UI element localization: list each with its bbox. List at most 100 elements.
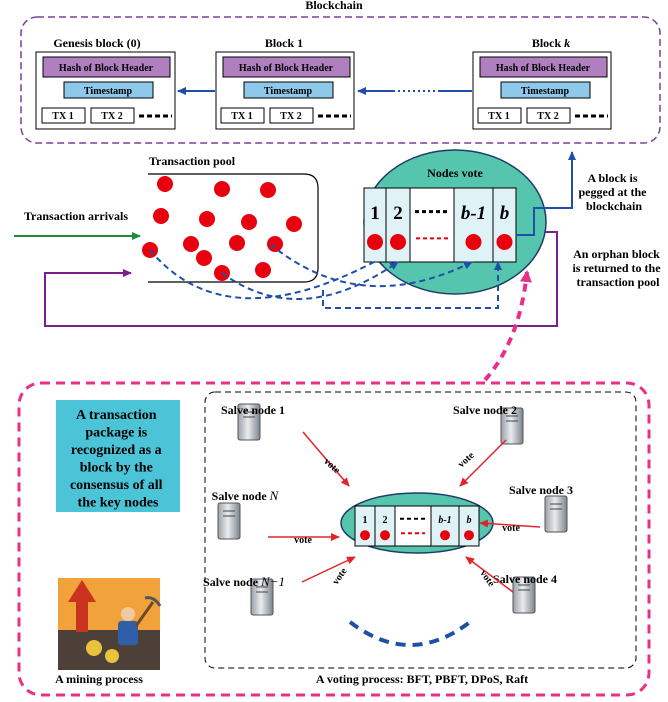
- block-k-label: Block k: [532, 36, 570, 50]
- blockchain-frame: [20, 16, 661, 144]
- vote-cell-token: [465, 234, 482, 251]
- vote-cell: [453, 187, 494, 263]
- block-1-timestamp-label: Timestamp: [264, 86, 313, 97]
- transaction-package-box: [56, 400, 180, 512]
- mini-vote-cell-label: 2: [383, 515, 388, 526]
- mining-coin: [105, 649, 119, 663]
- miner-head: [121, 607, 135, 621]
- flow-to-cell-2: [221, 261, 399, 300]
- genesis-timestamp: [63, 81, 154, 99]
- server-icon: [512, 576, 536, 614]
- vote-cell-token: [390, 234, 406, 251]
- transaction-arrivals-label: Transaction arrivals: [24, 209, 128, 223]
- flow-to-cell-b: [322, 261, 502, 309]
- consensus-to-vote-arrow: [483, 270, 532, 382]
- consensus-section: A transaction package is recognized as a…: [17, 381, 651, 697]
- vote-cell-label: b-1: [461, 203, 486, 224]
- mini-vote-cell-token: [440, 530, 450, 541]
- genesis-timestamp-label: Timestamp: [84, 86, 133, 97]
- block-k-timestamp-label: Timestamp: [521, 86, 570, 97]
- voting-frame: [204, 391, 637, 669]
- server-icon: [217, 502, 241, 540]
- block-1-tx1: [220, 107, 265, 124]
- vote-label: vote: [502, 523, 520, 534]
- vote-arrow: [302, 431, 350, 487]
- genesis-header-hash-label: Hash of Block Header: [59, 63, 154, 74]
- transaction-token: [286, 216, 302, 232]
- salve-node-3: Salve node N: [212, 488, 280, 540]
- transaction-token: [153, 208, 169, 224]
- genesis-block: Genesis block (0) Hash of Block Header T…: [35, 36, 176, 130]
- mini-vote-cell-label: 1: [363, 515, 368, 526]
- salve-node-label: Salve node N−1: [203, 574, 285, 589]
- vote-label: vote: [330, 566, 350, 587]
- vote-arrow: [465, 556, 514, 593]
- mini-vote-cell-label: b-1: [438, 515, 451, 526]
- nodes-vote-title: Nodes vote: [427, 166, 483, 180]
- transaction-token: [267, 236, 283, 252]
- mini-vote-cell: [394, 505, 432, 547]
- vote-cell-label: b: [500, 203, 510, 224]
- transaction-token: [260, 182, 276, 198]
- vote-cell-token: [496, 234, 513, 251]
- transaction-token: [199, 211, 215, 227]
- vote-cell: [385, 187, 411, 263]
- salve-node-6: Salve node 4: [493, 572, 557, 614]
- block-k-tx1: [477, 107, 522, 124]
- transaction-token: [183, 236, 199, 252]
- genesis-block-label: Genesis block (0): [53, 36, 140, 50]
- block-k-tx2: [526, 107, 571, 124]
- server-icon: [237, 403, 261, 441]
- genesis-tx2: [90, 107, 135, 124]
- orphan-return-arrow: [44, 231, 558, 327]
- block-1-timestamp: [243, 81, 334, 99]
- vote-cell: [409, 187, 455, 263]
- mini-vote-cell-token: [464, 530, 474, 541]
- vote-cell-token: [367, 234, 383, 251]
- miner-body: [118, 621, 138, 645]
- blockchain-title: Blockchain: [305, 0, 363, 12]
- voting-cycle-arc: [348, 620, 472, 647]
- genesis-header-hash: [42, 56, 171, 78]
- block-1: Block 1 Hash of Block Header Timestamp T…: [215, 36, 355, 130]
- orphan-label: An orphan block is returned to the trans…: [572, 247, 663, 289]
- block-1-label: Block 1: [265, 36, 303, 50]
- block-1-tx2: [269, 107, 314, 124]
- pegged-arrow: [517, 151, 576, 236]
- server-icon: [544, 495, 568, 533]
- salve-node-label: Salve node 3: [509, 483, 573, 497]
- salve-node-label: Salve node 4: [493, 572, 557, 586]
- vote-arrow: [479, 519, 541, 528]
- vote-arrow: [301, 556, 356, 583]
- voting-caption: A voting process: BFT, PBFT, DPoS, Raft: [316, 672, 528, 686]
- server-icon: [250, 578, 274, 616]
- block-k-header-hash-label: Hash of Block Header: [496, 63, 591, 74]
- vote-arrow: [459, 439, 507, 487]
- genesis-tx1-label: TX 1: [52, 111, 73, 122]
- transaction-token: [196, 250, 212, 266]
- transaction-pool: Transaction pool Transaction arrivals: [14, 154, 319, 283]
- salve-node-4: Salve node 3: [509, 483, 573, 533]
- mini-vote-cell-token: [360, 530, 370, 541]
- consensus-frame: [17, 381, 651, 697]
- blockchain-section: Blockchain Genesis block (0) Hash of Blo…: [20, 0, 661, 144]
- block-k-timestamp: [500, 81, 591, 99]
- salve-node-5: Salve node N−1: [203, 574, 285, 616]
- transaction-token: [255, 262, 271, 278]
- salve-node-label: Salve node N: [212, 488, 280, 503]
- transaction-package-text: A transaction package is recognized as a…: [70, 408, 166, 511]
- mini-vote-cell-token: [380, 530, 390, 541]
- genesis-tx2-label: TX 2: [101, 111, 122, 122]
- genesis-tx1: [41, 107, 86, 124]
- miner-pickaxe: [134, 601, 155, 627]
- salve-node-1: Salve node 1: [221, 403, 285, 441]
- transaction-pool-title: Transaction pool: [149, 154, 236, 168]
- block-k-tx1-label: TX 1: [488, 111, 509, 122]
- transaction-token: [241, 214, 257, 230]
- salve-node-label: Salve node 2: [453, 403, 517, 417]
- vote-label: vote: [294, 535, 312, 546]
- mining-illustration: [58, 578, 162, 670]
- transaction-token: [157, 176, 173, 192]
